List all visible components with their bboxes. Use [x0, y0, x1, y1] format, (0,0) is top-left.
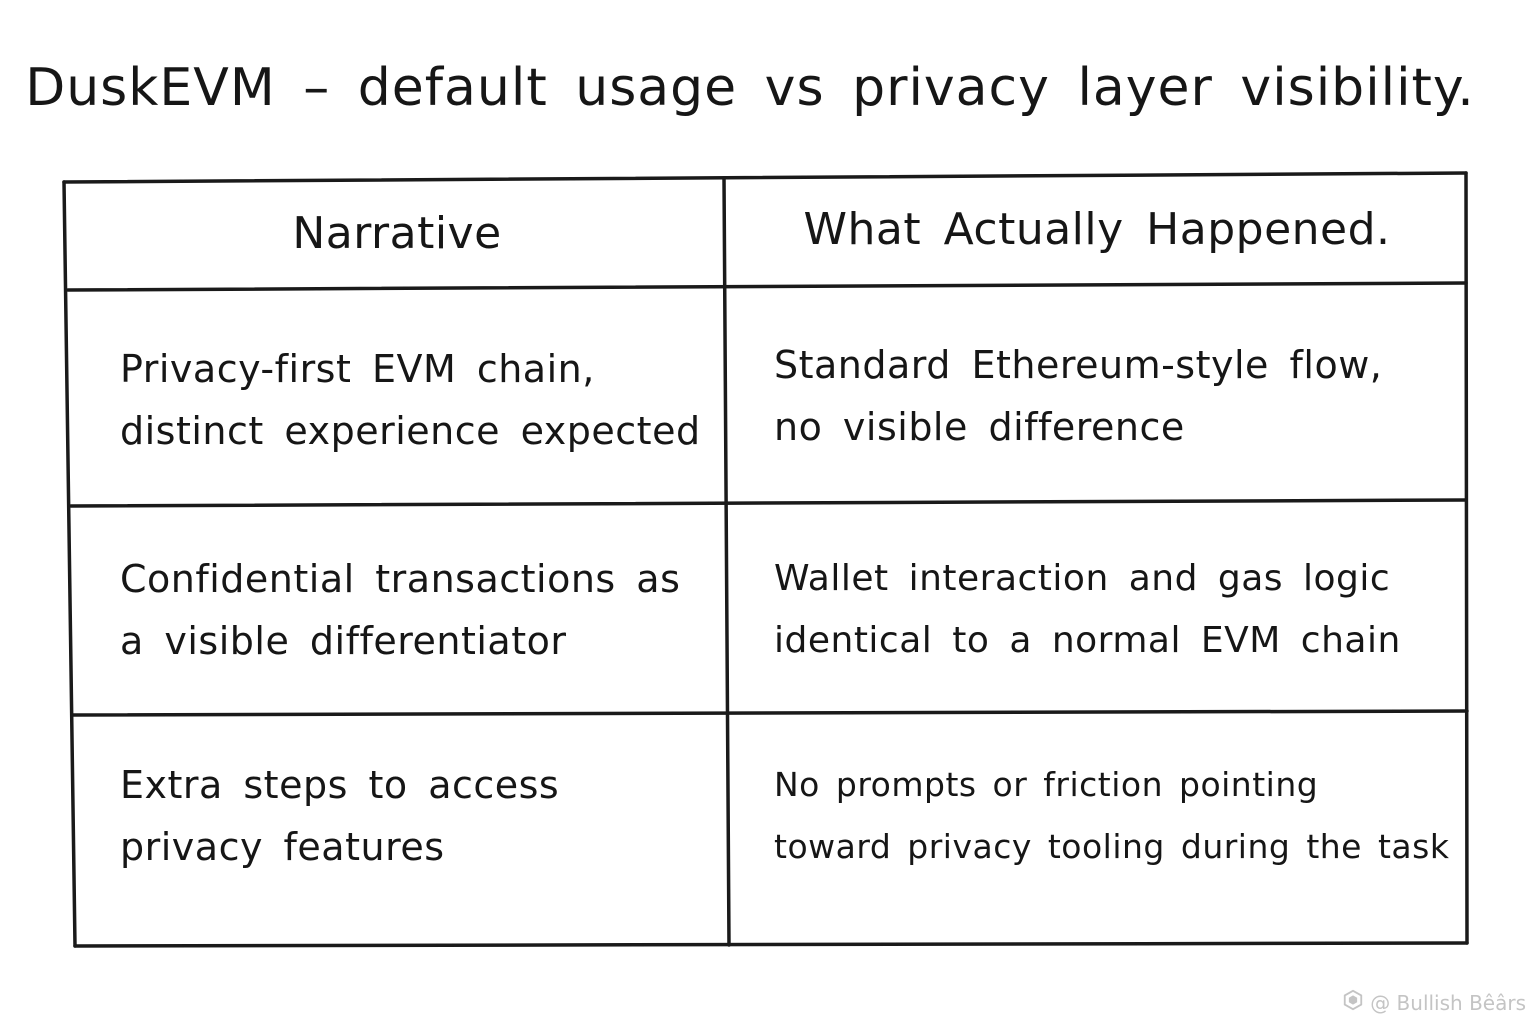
cell-line: Privacy-first EVM chain,: [120, 347, 595, 391]
table-row-2-narrative: Confidential transactions as a visible d…: [120, 548, 680, 672]
watermark-text: @ Bullish Bêârs: [1370, 990, 1526, 1015]
table-row-1-narrative: Privacy-first EVM chain, distinct experi…: [120, 338, 701, 462]
table-row-3-narrative: Extra steps to access privacy features: [120, 754, 559, 878]
cell-line: identical to a normal EVM chain: [774, 620, 1401, 661]
cell-line: No prompts or friction pointing: [774, 765, 1319, 804]
cell-line: Extra steps to access: [120, 763, 560, 807]
cell-line: Wallet interaction and gas logic: [774, 558, 1391, 599]
row-divider-1: [66, 281, 1468, 292]
table-border-top: [62, 171, 1468, 184]
watermark: @ Bullish Bêârs: [1342, 989, 1526, 1016]
column-divider: [722, 176, 731, 947]
logo-icon: [1342, 989, 1364, 1016]
table-border-left: [62, 180, 77, 948]
header-actual-label: What Actually Happened.: [803, 204, 1391, 255]
table-row-3-actual: No prompts or friction pointing toward p…: [774, 754, 1449, 878]
table-row-2-actual: Wallet interaction and gas logic identic…: [774, 548, 1401, 672]
cell-line: Confidential transactions as: [120, 557, 681, 601]
table-border-bottom: [73, 941, 1469, 948]
row-divider-2: [69, 498, 1468, 508]
row-divider-3: [71, 709, 1469, 717]
header-what-actually-happened: What Actually Happened.: [728, 204, 1466, 255]
table-border-right: [1464, 171, 1469, 945]
cell-line: no visible difference: [774, 405, 1185, 449]
cell-line: Standard Ethereum-style flow,: [774, 343, 1383, 387]
header-narrative: Narrative: [70, 208, 724, 259]
cell-line: privacy features: [120, 825, 445, 869]
header-narrative-label: Narrative: [292, 208, 502, 259]
table-row-1-actual: Standard Ethereum-style flow, no visible…: [774, 334, 1382, 458]
page-title: DuskEVM – default usage vs privacy layer…: [25, 58, 1475, 118]
cell-line: a visible differentiator: [120, 619, 567, 663]
cell-line: toward privacy tooling during the task: [774, 827, 1450, 866]
cell-line: distinct experience expected: [120, 409, 701, 453]
